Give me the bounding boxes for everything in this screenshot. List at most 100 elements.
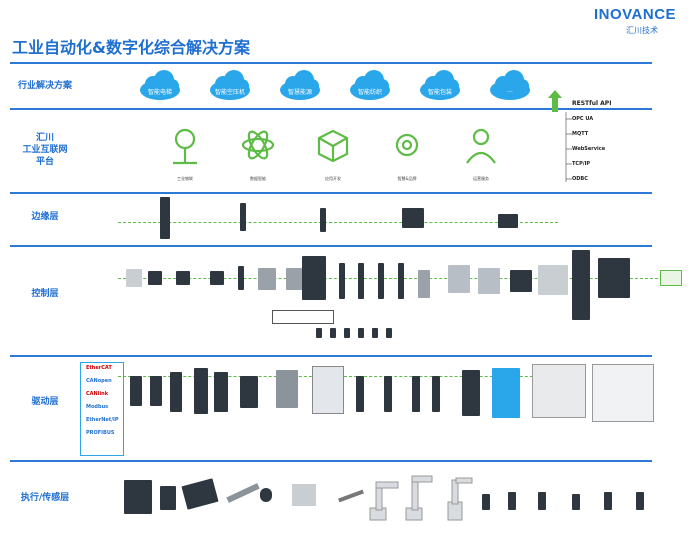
control-device	[126, 269, 142, 287]
platform-label: 工业物联	[177, 176, 193, 181]
layer-control: 控制层	[31, 289, 59, 299]
drive-device	[462, 370, 480, 416]
protocol-box	[80, 362, 124, 456]
brand-subtitle: 汇川技术	[626, 26, 658, 35]
drive-device	[592, 364, 654, 422]
control-bracket	[272, 310, 334, 324]
edge-bus	[118, 222, 558, 223]
api-item: MQTT	[572, 131, 589, 137]
control-device	[510, 270, 532, 292]
control-bus	[118, 278, 658, 279]
drive-device	[240, 376, 258, 408]
control-hmi	[598, 258, 630, 298]
platform-icons	[173, 128, 496, 165]
drive-device	[412, 376, 420, 412]
control-device	[148, 271, 162, 285]
platform-label: 运营服务	[473, 176, 489, 181]
control-device	[418, 270, 430, 298]
robot-arms	[369, 475, 473, 521]
sensor-device	[636, 492, 644, 510]
api-item: OPC UA	[572, 116, 594, 122]
cloud-label: 智慧能源	[287, 89, 312, 96]
cloud-row	[140, 70, 530, 100]
page-title: 工业自动化&数字化综合解决方案	[12, 38, 250, 57]
control-device	[572, 250, 590, 320]
protocol-label: CANlink	[86, 391, 109, 397]
sensor-device	[508, 492, 516, 510]
sensor-device	[572, 494, 580, 510]
platform-label: 数据智能	[250, 176, 266, 181]
protocol-label: EtherNet/IP	[86, 417, 119, 423]
layer-platform-2: 工业互联网	[22, 145, 68, 155]
layer-drive: 驱动层	[31, 397, 59, 407]
drive-device	[214, 372, 228, 412]
protocol-label: CANopen	[86, 378, 112, 384]
divider-industry	[10, 108, 652, 110]
platform-label: 智慧&品牌	[397, 176, 417, 181]
control-device	[538, 265, 568, 295]
control-device	[258, 268, 276, 290]
control-device	[238, 266, 244, 290]
edge-device	[240, 203, 246, 231]
drive-device	[492, 368, 520, 418]
cloud-icon	[490, 70, 530, 100]
layer-edge: 边缘层	[31, 212, 59, 222]
linear-motor	[181, 478, 219, 510]
edge-device	[320, 208, 326, 232]
servo-motor	[160, 486, 176, 510]
laptop-icon	[660, 270, 682, 286]
divider-platform	[10, 192, 652, 194]
cloud-label: ...	[507, 87, 513, 94]
io-module-group	[316, 328, 426, 338]
layer-actuator: 执行/传感层	[20, 493, 70, 503]
drive-device	[194, 368, 208, 414]
ball-screw	[226, 483, 260, 503]
control-device	[378, 263, 384, 299]
control-device	[339, 263, 345, 299]
control-hmi	[302, 256, 326, 300]
layer-platform-1: 汇川	[35, 133, 54, 143]
control-device	[176, 271, 190, 285]
cloud-label: 智能电梯	[147, 89, 172, 96]
divider-top	[10, 62, 652, 64]
control-device	[398, 263, 404, 299]
drive-device	[130, 376, 142, 406]
sensor-device	[482, 494, 490, 510]
sensor-device	[538, 492, 546, 510]
up-arrow-icon	[548, 90, 562, 112]
edge-device	[498, 214, 518, 228]
sensor-device	[604, 492, 612, 510]
protocol-label: PROFIBUS	[86, 430, 115, 436]
platform-label: 应用开发	[325, 176, 341, 181]
drive-device	[150, 376, 162, 406]
control-device	[358, 263, 364, 299]
gripper	[292, 484, 316, 506]
api-item: TCP/IP	[572, 161, 591, 167]
drive-device	[276, 370, 298, 408]
drive-device	[432, 376, 440, 412]
control-device	[210, 271, 224, 285]
drive-device	[312, 366, 344, 414]
layer-industry: 行业解决方案	[17, 81, 72, 91]
layer-platform-3: 平台	[35, 157, 54, 167]
drive-device	[356, 376, 364, 412]
cloud-label: 智能包装	[427, 89, 452, 96]
control-device	[478, 268, 500, 294]
drive-device	[384, 376, 392, 412]
api-item: ODBC	[572, 176, 588, 182]
spindle	[338, 489, 364, 503]
encoder	[260, 488, 272, 502]
divider-drive	[10, 460, 652, 462]
control-device	[286, 268, 304, 290]
control-device	[448, 265, 470, 293]
cloud-label: 智能空压机	[214, 89, 245, 96]
divider-control	[10, 355, 652, 357]
api-item: WebService	[572, 146, 606, 152]
protocol-label: EtherCAT	[86, 365, 112, 371]
drive-device	[170, 372, 182, 412]
api-connector	[565, 112, 572, 182]
protocol-label: Modbus	[86, 404, 109, 410]
brand-logo: INOVANCE	[594, 6, 677, 23]
servo-motor	[124, 480, 152, 514]
edge-device	[402, 208, 424, 228]
